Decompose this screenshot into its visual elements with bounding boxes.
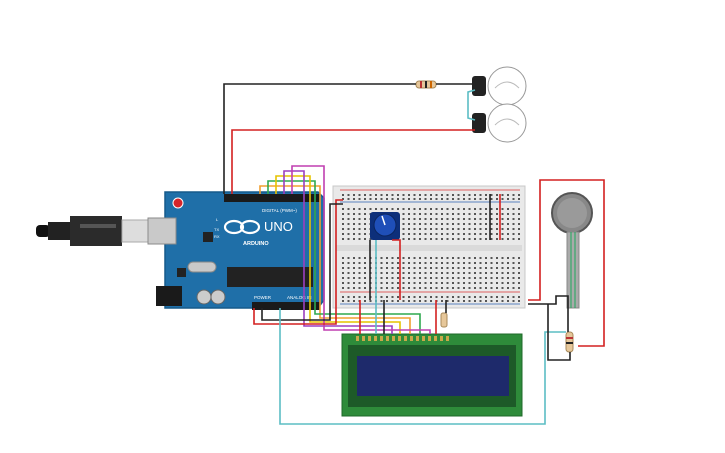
rx-led-label: RX xyxy=(214,234,220,239)
force-sensor[interactable] xyxy=(551,192,593,309)
light-bulb-2[interactable] xyxy=(472,103,527,143)
wires[interactable] xyxy=(223,83,605,425)
l-led-label: L xyxy=(216,217,219,222)
arduino-logo xyxy=(223,219,261,235)
potentiometer[interactable] xyxy=(370,212,400,240)
lcd-pins[interactable] xyxy=(356,336,449,341)
resistor-sensor[interactable] xyxy=(565,331,574,353)
resistor-top[interactable] xyxy=(415,80,437,89)
usb-cable xyxy=(36,216,151,246)
arduino-board[interactable]: UNO ARDUINO DIGITAL (PWM~) POWER ANALOG … xyxy=(147,191,325,310)
digital-header[interactable] xyxy=(224,194,320,202)
breadboard-holes[interactable] xyxy=(342,194,520,302)
light-bulb-1[interactable] xyxy=(472,66,527,106)
digital-label: DIGITAL (PWM~) xyxy=(262,208,297,213)
resistor-lcd[interactable] xyxy=(440,312,448,328)
analog-label: ANALOG IN xyxy=(287,295,312,300)
tx-led-label: TX xyxy=(214,227,219,232)
power-analog-header[interactable] xyxy=(252,302,320,310)
breadboard[interactable] xyxy=(332,185,526,309)
arduino-maker-text: ARDUINO xyxy=(243,241,269,247)
lcd-display[interactable] xyxy=(341,333,523,417)
uno-logo-text: UNO xyxy=(264,219,293,234)
power-label: POWER xyxy=(254,295,272,300)
